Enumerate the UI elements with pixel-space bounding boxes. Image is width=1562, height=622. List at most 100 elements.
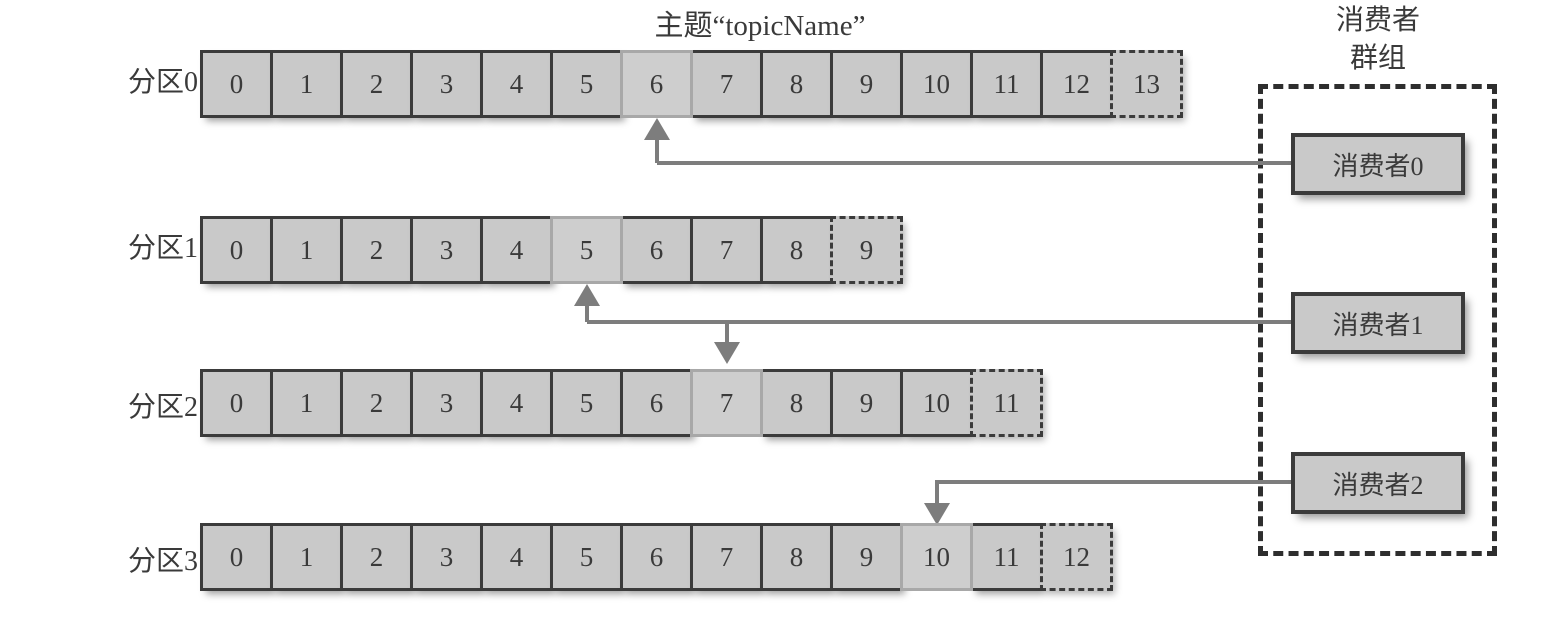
cell-offset-label: 5: [579, 234, 594, 265]
cell-offset-label: 8: [789, 234, 804, 265]
arrow-consumer1-to-partition1: [574, 284, 600, 306]
connector-consumer1-vertical-up: [585, 304, 589, 322]
partition-3-cell-11: 11: [970, 523, 1043, 591]
connector-consumer1-horizontal: [587, 320, 1291, 324]
partition-3-cell-6: 6: [620, 523, 693, 591]
cell-offset-label: 8: [789, 541, 804, 572]
partition-1-cell-6: 6: [620, 216, 693, 284]
consumer-box-0[interactable]: 消费者0: [1291, 133, 1465, 195]
cell-offset-label: 0: [229, 541, 244, 572]
partition-2-cell-1: 1: [270, 369, 343, 437]
consumer-group-title-line1: 消费者: [1335, 5, 1420, 36]
partition-2-cell-11: 11: [970, 369, 1043, 437]
cell-offset-label: 4: [509, 541, 524, 572]
connector-consumer0-vertical: [655, 138, 659, 163]
partition-1-cell-5: 5: [550, 216, 623, 284]
connector-consumer0-horizontal: [657, 161, 1291, 165]
partition-0-cell-11: 11: [970, 50, 1043, 118]
partition-0-cell-3: 3: [410, 50, 483, 118]
partition-3-cell-3: 3: [410, 523, 483, 591]
partition-1-cell-3: 3: [410, 216, 483, 284]
cell-offset-label: 12: [1063, 68, 1090, 99]
arrow-consumer0-to-partition0: [644, 118, 670, 140]
arrow-consumer1-to-partition2: [714, 342, 740, 364]
partition-0-cell-12: 12: [1040, 50, 1113, 118]
cell-offset-label: 7: [719, 387, 734, 418]
partition-0-cell-9: 9: [830, 50, 903, 118]
consumer-group-title-line2: 群组: [1349, 43, 1406, 74]
cell-offset-label: 9: [859, 541, 874, 572]
partition-2-cell-6: 6: [620, 369, 693, 437]
cell-offset-label: 4: [509, 68, 524, 99]
cell-offset-label: 8: [789, 68, 804, 99]
partition-0-cell-8: 8: [760, 50, 833, 118]
cell-offset-label: 9: [859, 234, 874, 265]
partition-3-cell-10: 10: [900, 523, 973, 591]
cell-offset-label: 3: [439, 234, 454, 265]
consumer-label-0: 消费者0: [1332, 151, 1424, 181]
connector-consumer2-vertical: [935, 480, 939, 505]
partition-2-cell-2: 2: [340, 369, 413, 437]
partition-3-cell-5: 5: [550, 523, 623, 591]
partition-0-cell-6: 6: [620, 50, 693, 118]
cell-offset-label: 5: [579, 68, 594, 99]
cell-offset-label: 1: [299, 68, 314, 99]
cell-offset-label: 3: [439, 541, 454, 572]
partition-0-cell-10: 10: [900, 50, 973, 118]
partition-3-cell-1: 1: [270, 523, 343, 591]
cell-offset-label: 1: [299, 234, 314, 265]
cell-offset-label: 0: [229, 68, 244, 99]
cell-offset-label: 4: [509, 387, 524, 418]
partition-label-0: 分区0: [127, 67, 198, 98]
cell-offset-label: 2: [369, 68, 384, 99]
partition-1-cell-4: 4: [480, 216, 553, 284]
cell-offset-label: 2: [369, 234, 384, 265]
cell-offset-label: 2: [369, 541, 384, 572]
cell-offset-label: 6: [649, 541, 664, 572]
partition-3-cell-0: 0: [200, 523, 273, 591]
cell-offset-label: 2: [369, 387, 384, 418]
partition-0-cell-0: 0: [200, 50, 273, 118]
cell-offset-label: 11: [993, 68, 1020, 99]
partition-0-cell-13: 13: [1110, 50, 1183, 118]
cell-offset-label: 6: [649, 68, 664, 99]
partition-1-cell-0: 0: [200, 216, 273, 284]
cell-offset-label: 8: [789, 387, 804, 418]
cell-offset-label: 9: [859, 387, 874, 418]
cell-offset-label: 1: [299, 387, 314, 418]
partition-0-cell-5: 5: [550, 50, 623, 118]
cell-offset-label: 6: [649, 387, 664, 418]
partition-0-cell-2: 2: [340, 50, 413, 118]
partition-2-cell-4: 4: [480, 369, 553, 437]
cell-offset-label: 7: [719, 541, 734, 572]
cell-offset-label: 9: [859, 68, 874, 99]
consumer-group-title: 消费者 群组: [1258, 2, 1498, 78]
consumer-box-2[interactable]: 消费者2: [1291, 452, 1465, 514]
topic-title: 主题“topicName”: [654, 10, 866, 42]
consumer-box-1[interactable]: 消费者1: [1291, 292, 1465, 354]
cell-offset-label: 6: [649, 234, 664, 265]
consumer-label-1: 消费者1: [1332, 310, 1424, 340]
partition-label-3: 分区3: [127, 546, 198, 577]
partition-3-cell-9: 9: [830, 523, 903, 591]
partition-2-cell-8: 8: [760, 369, 833, 437]
cell-offset-label: 0: [229, 387, 244, 418]
cell-offset-label: 7: [719, 234, 734, 265]
partition-1-cell-2: 2: [340, 216, 413, 284]
partition-3-cell-7: 7: [690, 523, 763, 591]
consumer-label-2: 消费者2: [1332, 470, 1424, 500]
partition-0-cell-4: 4: [480, 50, 553, 118]
cell-offset-label: 3: [439, 387, 454, 418]
cell-offset-label: 3: [439, 68, 454, 99]
cell-offset-label: 10: [923, 541, 950, 572]
connector-consumer2-horizontal: [937, 480, 1291, 484]
partition-2-cell-7: 7: [690, 369, 763, 437]
cell-offset-label: 5: [579, 541, 594, 572]
partition-2-cell-3: 3: [410, 369, 483, 437]
partition-1-cell-1: 1: [270, 216, 343, 284]
